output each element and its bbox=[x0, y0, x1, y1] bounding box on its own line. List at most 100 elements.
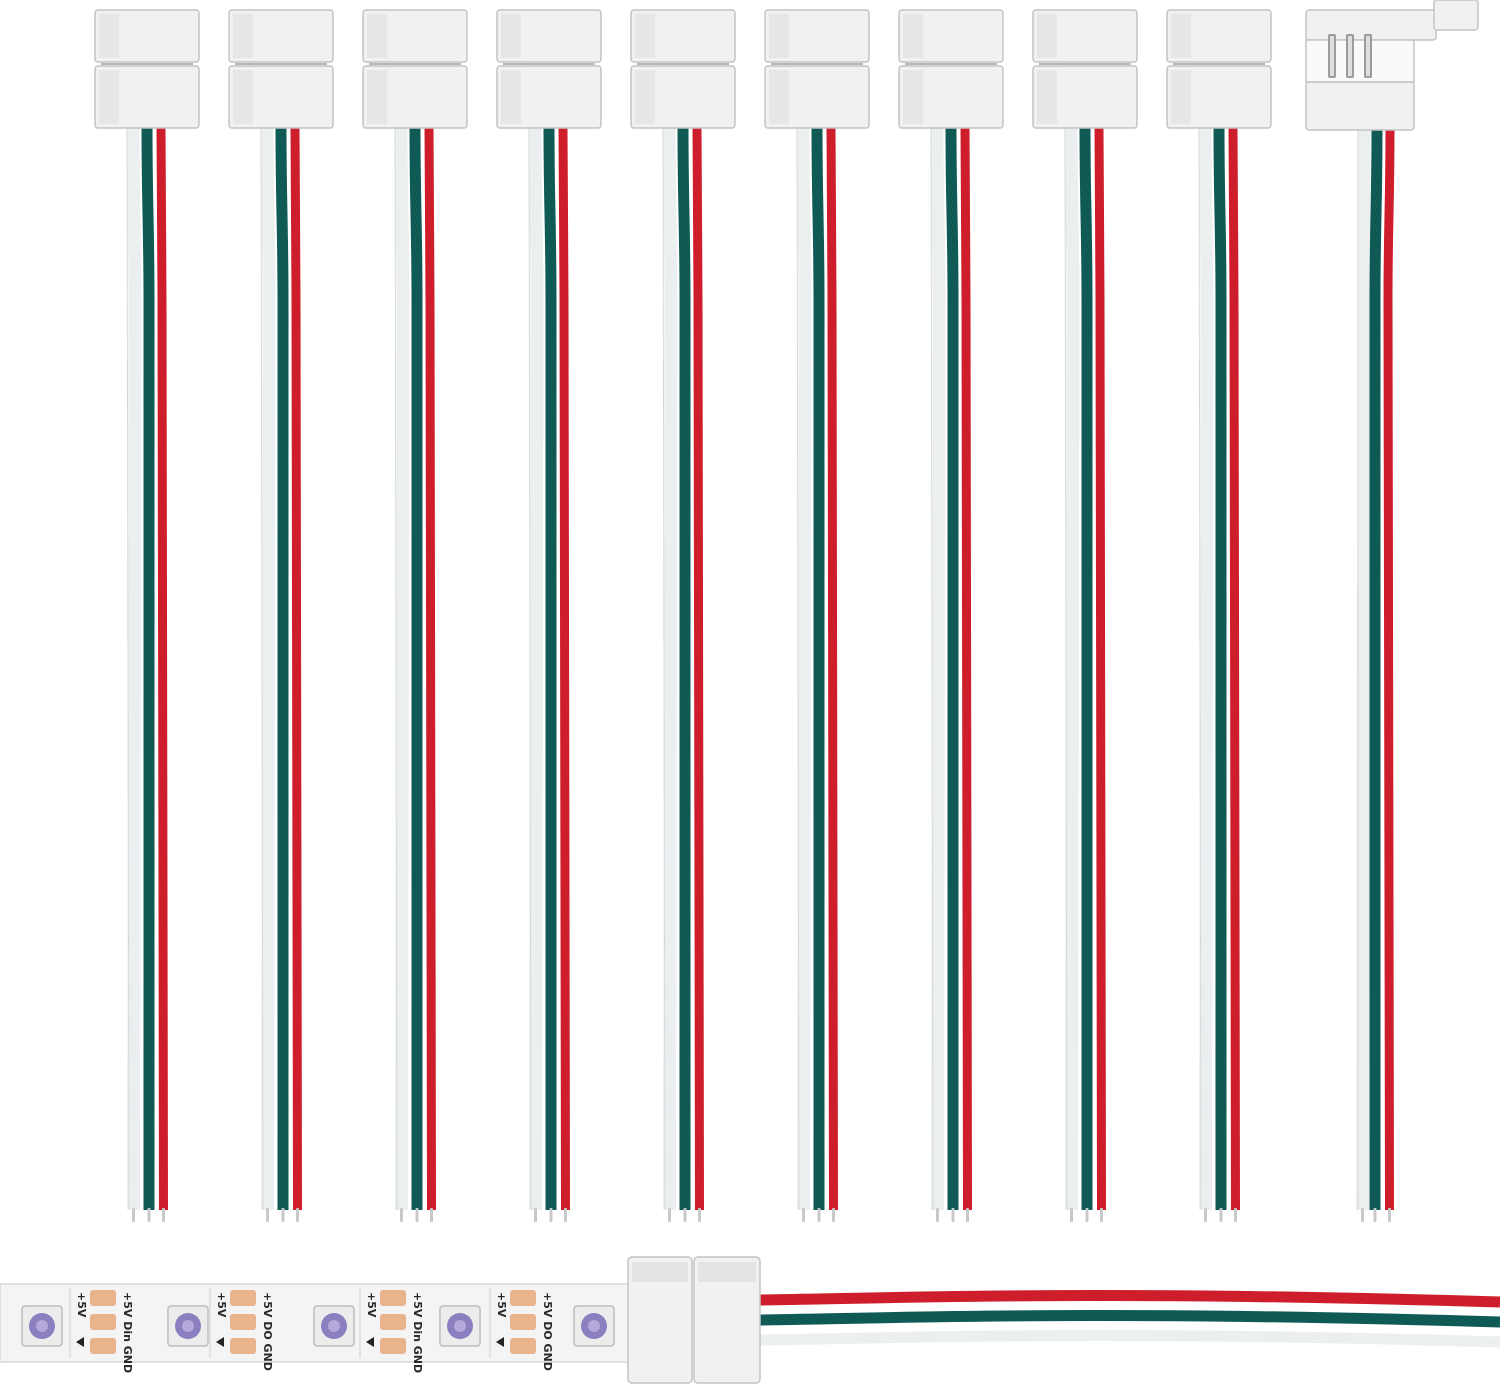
white-wire bbox=[1198, 127, 1214, 1211]
housing-top bbox=[764, 9, 870, 63]
connector-6 bbox=[764, 9, 870, 1222]
white-wire bbox=[260, 127, 276, 1211]
green-wire bbox=[409, 127, 423, 1210]
pin bbox=[564, 1208, 567, 1222]
pin bbox=[1388, 1208, 1391, 1222]
pin bbox=[683, 1208, 687, 1222]
green-wire bbox=[1369, 127, 1383, 1210]
pad-label: +5V bbox=[365, 1292, 378, 1318]
solder-pad bbox=[90, 1314, 116, 1330]
red-wire bbox=[290, 127, 302, 1211]
white-wire bbox=[126, 127, 142, 1211]
green-wire bbox=[759, 1310, 1500, 1328]
pin bbox=[266, 1208, 269, 1222]
pin bbox=[430, 1208, 433, 1222]
red-wire bbox=[826, 127, 838, 1211]
green-wire bbox=[677, 127, 691, 1210]
green-wire bbox=[811, 127, 825, 1210]
pad-label: +5V bbox=[215, 1292, 228, 1318]
pin bbox=[1373, 1208, 1377, 1222]
red-wire bbox=[1228, 127, 1240, 1211]
pin bbox=[296, 1208, 299, 1222]
housing-bottom bbox=[94, 65, 200, 129]
pin bbox=[1219, 1208, 1223, 1222]
green-wire bbox=[1213, 127, 1227, 1210]
housing-bottom bbox=[1305, 81, 1415, 131]
connector-1 bbox=[94, 9, 200, 1222]
green-wire bbox=[543, 127, 557, 1210]
pin bbox=[1085, 1208, 1089, 1222]
housing-bottom bbox=[1032, 65, 1138, 129]
pin bbox=[132, 1208, 135, 1222]
strip-connector-left bbox=[627, 1256, 693, 1384]
pad-label: +5V DO GND bbox=[261, 1292, 274, 1371]
white-wire bbox=[1356, 127, 1371, 1211]
pin bbox=[802, 1208, 805, 1222]
connector-4 bbox=[496, 9, 602, 1222]
housing-bottom bbox=[898, 65, 1004, 129]
white-wire bbox=[930, 127, 946, 1211]
connector-7 bbox=[898, 9, 1004, 1222]
white-wire bbox=[796, 127, 812, 1211]
housing-top bbox=[1032, 9, 1138, 63]
pigtail-connectors bbox=[94, 0, 1479, 1222]
connector-5 bbox=[630, 9, 736, 1222]
solder-pad bbox=[90, 1290, 116, 1306]
solder-pad bbox=[380, 1338, 406, 1354]
pin bbox=[281, 1208, 285, 1222]
pin bbox=[1361, 1208, 1364, 1222]
connector-3 bbox=[362, 9, 468, 1222]
housing-bottom bbox=[228, 65, 334, 129]
white-wire bbox=[528, 127, 544, 1211]
pin bbox=[951, 1208, 955, 1222]
solder-pad bbox=[230, 1338, 256, 1354]
housing-top bbox=[898, 9, 1004, 63]
pin bbox=[936, 1208, 939, 1222]
white-wire bbox=[1064, 127, 1080, 1211]
solder-pad bbox=[380, 1290, 406, 1306]
housing-bottom bbox=[362, 65, 468, 129]
connector-10 bbox=[1305, 0, 1479, 1222]
pad-label: +5V bbox=[75, 1292, 88, 1318]
arrow-marker bbox=[216, 1337, 224, 1347]
solder-pad bbox=[510, 1290, 536, 1306]
pin bbox=[698, 1208, 701, 1222]
pin bbox=[415, 1208, 419, 1222]
solder-pad bbox=[510, 1314, 536, 1330]
solder-pad bbox=[230, 1290, 256, 1306]
white-wire bbox=[662, 127, 678, 1211]
housing-bottom bbox=[630, 65, 736, 129]
red-wire bbox=[960, 127, 972, 1211]
strip-connector-right bbox=[693, 1256, 761, 1384]
pin bbox=[1234, 1208, 1237, 1222]
red-wire bbox=[759, 1290, 1500, 1308]
solder-pad bbox=[380, 1314, 406, 1330]
housing-open bbox=[1305, 39, 1415, 83]
pin bbox=[1204, 1208, 1207, 1222]
solder-pad bbox=[90, 1338, 116, 1354]
pin bbox=[668, 1208, 671, 1222]
latch bbox=[1433, 0, 1479, 31]
housing-top bbox=[1166, 9, 1272, 63]
pin bbox=[832, 1208, 835, 1222]
pin bbox=[966, 1208, 969, 1222]
green-wire bbox=[1079, 127, 1093, 1210]
pin bbox=[147, 1208, 151, 1222]
pad-label: +5V DO GND bbox=[541, 1292, 554, 1371]
red-wire bbox=[1383, 127, 1395, 1211]
pin bbox=[162, 1208, 165, 1222]
pin bbox=[400, 1208, 403, 1222]
pad-label: +5V Din GND bbox=[411, 1292, 424, 1373]
pad-label: +5V bbox=[495, 1292, 508, 1318]
housing-bottom bbox=[496, 65, 602, 129]
green-wire bbox=[275, 127, 289, 1210]
connector-2 bbox=[228, 9, 334, 1222]
pin bbox=[549, 1208, 553, 1222]
arrow-marker bbox=[496, 1337, 504, 1347]
housing-top bbox=[630, 9, 736, 63]
red-wire bbox=[156, 127, 168, 1211]
red-wire bbox=[424, 127, 436, 1211]
connector-9 bbox=[1166, 9, 1272, 1222]
housing-bottom bbox=[1166, 65, 1272, 129]
